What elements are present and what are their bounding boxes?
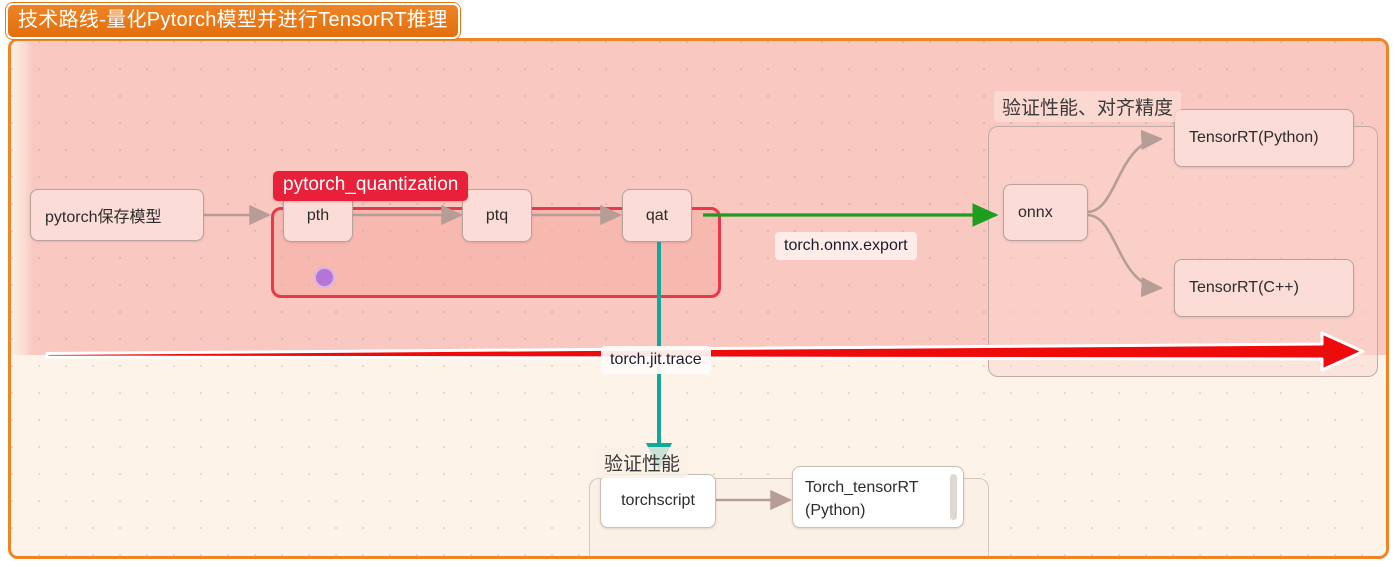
big-red-arrow [45,331,1365,372]
node-ptq[interactable]: ptq [462,189,532,242]
pth-port-dot[interactable] [314,267,335,288]
node-pytorch-saved-model[interactable]: pytorch保存模型 [30,189,204,241]
node-qat-label: qat [645,206,669,224]
node-pth-label: pth [306,206,330,224]
node-tensorrt-cpp-label: TensorRT(C++) [1189,279,1299,296]
node-qat[interactable]: qat [622,189,692,242]
node-pytorch-saved-model-label: pytorch保存模型 [45,209,162,226]
diagram-canvas: 验证性能、对齐精度 验证性能 pytorch_quantization [8,38,1389,559]
edge-label-torch-jit-trace: torch.jit.trace [601,346,711,374]
left-edge-fade [11,41,33,355]
edge-onnx-to-tensorrt-python [1086,129,1164,214]
node-torch-tensorrt-label-line2: (Python) [805,502,866,519]
page-title: 技术路线-量化Pytorch模型并进行TensorRT推理 [6,3,460,39]
node-tensorrt-python-label: TensorRT(Python) [1189,129,1319,146]
node-onnx-label: onnx [1018,203,1053,221]
group-verify-performance-accuracy-label: 验证性能、对齐精度 [994,91,1182,122]
node-tensorrt-python[interactable]: TensorRT(Python) [1174,109,1354,167]
group-pytorch-quantization-label: pytorch_quantization [273,171,469,201]
node-ptq-label: ptq [485,206,509,224]
node-torch-tensorrt-label-line1: Torch_tensorRT [805,479,919,496]
edge-onnx-to-tensorrt-cpp [1086,213,1164,298]
node-torchscript-label: torchscript [621,492,695,509]
edge-label-torch-onnx-export: torch.onnx.export [775,232,917,260]
node-torch-tensorrt-scrollbar[interactable] [950,474,957,520]
node-tensorrt-cpp[interactable]: TensorRT(C++) [1174,259,1354,317]
node-torch-tensorrt[interactable]: Torch_tensorRT (Python) [792,466,964,528]
node-onnx[interactable]: onnx [1003,184,1088,241]
